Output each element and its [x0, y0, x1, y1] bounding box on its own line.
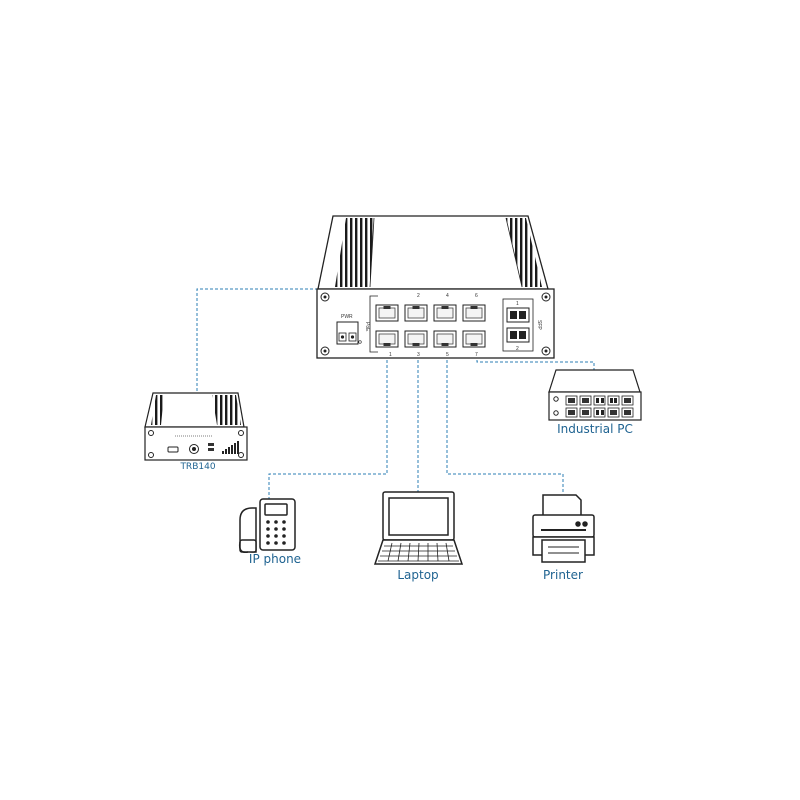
port-number-1: 1	[389, 352, 392, 358]
ip-phone-icon	[238, 498, 296, 554]
trb140-label: TRB140	[180, 462, 216, 472]
laptop-label: Laptop	[397, 568, 439, 582]
pwr-label: PWR	[341, 314, 353, 320]
ethernet-port	[462, 304, 486, 322]
laptop-icon	[373, 491, 464, 565]
port-number-2: 2	[417, 293, 420, 299]
link-printer	[446, 355, 564, 493]
ethernet-port	[404, 304, 428, 322]
link-trb140	[196, 288, 318, 394]
ethernet-port	[375, 330, 399, 348]
port-number-5: 5	[446, 352, 449, 358]
port-numbers: 2 4 6 1 3 5 7	[389, 293, 478, 358]
ethernet-port	[462, 330, 486, 348]
link-industrial-pc	[476, 355, 595, 370]
svg-text:PoE: PoE	[364, 322, 370, 332]
svg-text:SFP: SFP	[536, 320, 542, 330]
ethernet-port	[404, 330, 428, 348]
industrial-switch: PWR PoE 2 4 6 1 3 5 7	[316, 215, 555, 359]
sfp-ports: 1 2 SFP	[502, 298, 542, 352]
industrial-pc-device	[548, 369, 642, 421]
industrial-pc-label: Industrial PC	[557, 422, 633, 436]
port-number-7: 7	[475, 352, 478, 358]
ethernet-port	[433, 304, 457, 322]
printer-icon	[532, 494, 595, 563]
printer-label: Printer	[543, 568, 583, 582]
port-number-6: 6	[475, 293, 478, 299]
ethernet-port	[433, 330, 457, 348]
ethernet-port	[375, 304, 399, 322]
signal-bars-icon	[222, 441, 239, 454]
link-ip-phone	[268, 355, 388, 499]
sfp-number-2: 2	[516, 346, 519, 352]
port-number-3: 3	[417, 352, 420, 358]
ip-phone-label: IP phone	[248, 552, 302, 566]
sfp-number-1: 1	[516, 301, 519, 307]
port-number-4: 4	[446, 293, 449, 299]
trb140-device	[144, 392, 248, 461]
connection-lines	[196, 288, 595, 499]
